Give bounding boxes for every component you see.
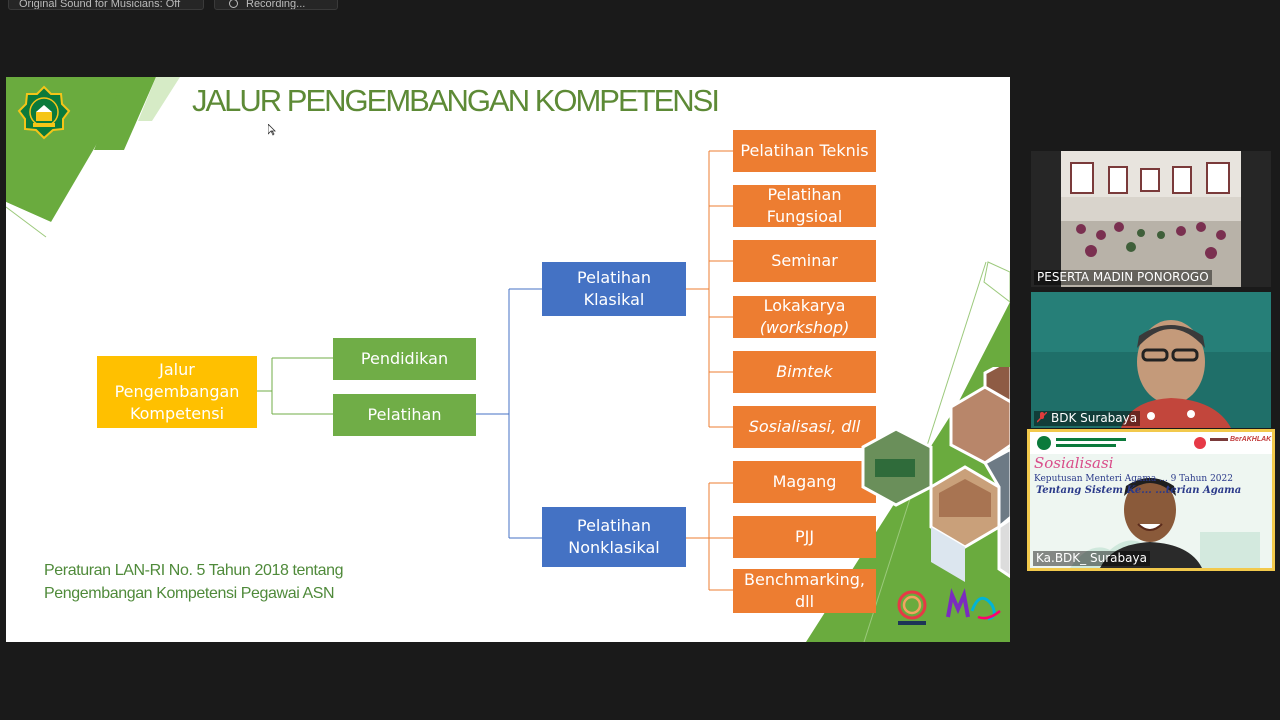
nonklasikal-line-2: Nonklasikal — [568, 538, 660, 557]
classroom-video-feed — [1061, 151, 1241, 287]
original-sound-toggle[interactable]: Original Sound for Musicians: Off — [8, 0, 204, 10]
pjj-label: PJJ — [794, 527, 815, 546]
record-icon — [229, 0, 238, 8]
box-pelatihan-klasikal: Pelatihan Klasikal — [542, 262, 686, 316]
box-pelatihan-nonklasikal: Pelatihan Nonklasikal — [542, 507, 686, 567]
microphone-muted-icon — [1037, 412, 1047, 423]
fungsional-line-1: Pelatihan — [767, 185, 842, 204]
participant-name-label: PESERTA MADIN PONOROGO — [1034, 270, 1212, 285]
participant-tile-peserta-madin[interactable]: PESERTA MADIN PONOROGO — [1031, 151, 1271, 287]
seminar-label: Seminar — [771, 251, 838, 270]
sosialisasi-banner-title: Sosialisasi — [1034, 454, 1114, 472]
participant-name-label: BDK Surabaya — [1034, 411, 1141, 426]
bdk-surabaya-name: BDK Surabaya — [1051, 411, 1138, 425]
banner-line-1: Keputusan Menteri Agama ... 9 Tahun 2022 — [1034, 474, 1233, 484]
nonklasikal-line-1: Pelatihan — [577, 516, 651, 535]
box-sosialisasi: Sosialisasi, dll — [733, 406, 876, 448]
box-pelatihan: Pelatihan — [333, 394, 476, 436]
box-pelatihan-fungsional: Pelatihan Fungsioal — [733, 185, 876, 227]
box-pendidikan: Pendidikan — [333, 338, 476, 380]
sosialisasi-label: Sosialisasi, dll — [748, 417, 861, 436]
magang-label: Magang — [772, 472, 837, 491]
recording-label: Recording... — [246, 0, 306, 10]
benchmarking-line-2: dll — [794, 592, 815, 611]
original-sound-label: Original Sound for Musicians: Off — [19, 0, 181, 10]
benchmarking-line-1: Benchmarking, — [744, 570, 865, 589]
shared-slide: JALUR PENGEMBANGAN KOMPETENSI — [6, 77, 1010, 642]
banner-line-2: Tentang Sistem Ke... ...terian Agama — [1036, 485, 1242, 496]
diagram-connectors — [257, 150, 733, 591]
lokakarya-line-1: Lokakarya — [763, 296, 846, 315]
participant-name-label: Ka.BDK_ Surabaya — [1033, 551, 1150, 566]
box-seminar: Seminar — [733, 240, 876, 282]
slide-title: JALUR PENGEMBANGAN KOMPETENSI — [192, 83, 720, 118]
pelatihan-label: Pelatihan — [367, 405, 442, 424]
box-pelatihan-teknis: Pelatihan Teknis — [733, 130, 876, 172]
root-box-jalur-pengembangan: Jalur Pengembangan Kompetensi — [97, 356, 257, 428]
building-photo-collage — [861, 367, 1010, 582]
box-lokakarya: Lokakarya (workshop) — [733, 296, 876, 338]
lokakarya-line-2: (workshop) — [759, 318, 850, 337]
box-pjj: PJJ — [733, 516, 876, 558]
regulation-line-2: Pengembangan Kompetensi Pegawai ASN — [44, 585, 335, 602]
klasikal-line-2: Klasikal — [583, 290, 645, 309]
teknis-label: Pelatihan Teknis — [740, 141, 869, 160]
kemenag-logo — [17, 85, 71, 140]
event-logos — [897, 588, 1001, 625]
box-bimtek: Bimtek — [733, 351, 876, 393]
berakhlak-badge: BerAKHLAK — [1230, 436, 1272, 443]
participant-tile-bdk-surabaya[interactable]: BDK Surabaya — [1031, 292, 1271, 428]
bdk-video-feed — [1031, 292, 1271, 428]
klasikal-line-1: Pelatihan — [577, 268, 651, 287]
recording-indicator[interactable]: Recording... — [214, 0, 338, 10]
box-benchmarking: Benchmarking, dll — [733, 569, 876, 613]
participant-tile-ka-bdk-surabaya[interactable]: Sosialisasi Keputusan Menteri Agama ... … — [1027, 429, 1275, 571]
pendidikan-label: Pendidikan — [360, 349, 449, 368]
root-line-3: Kompetensi — [129, 404, 225, 423]
fungsional-line-2: Fungsioal — [766, 207, 843, 226]
active-speaker-video: Sosialisasi Keputusan Menteri Agama ... … — [1030, 432, 1272, 568]
root-line-1: Jalur — [159, 360, 195, 379]
root-line-2: Pengembangan — [114, 382, 240, 401]
box-magang: Magang — [733, 461, 876, 503]
mouse-cursor-icon — [268, 124, 276, 136]
regulation-reference: Peraturan LAN-RI No. 5 Tahun 2018 tentan… — [44, 559, 343, 605]
bimtek-label: Bimtek — [776, 362, 833, 381]
sosialisasi-virtual-background — [1030, 432, 1272, 568]
regulation-line-1: Peraturan LAN-RI No. 5 Tahun 2018 tentan… — [44, 562, 344, 579]
